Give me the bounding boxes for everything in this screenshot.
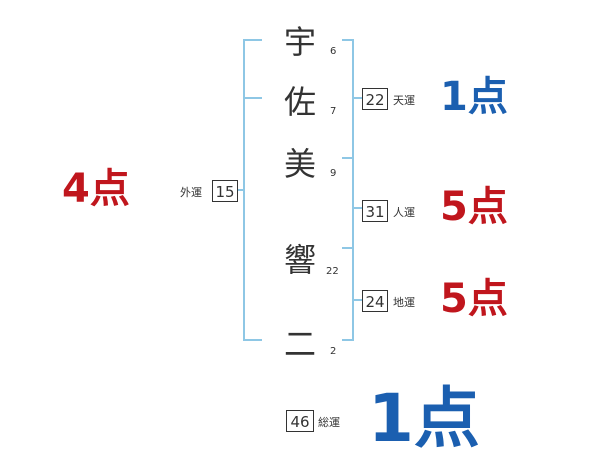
jinkaku-score: 5点 bbox=[440, 184, 508, 230]
stroke-count-3: 9 bbox=[330, 168, 337, 179]
tenkaku-score: 1点 bbox=[440, 74, 508, 120]
tenkaku-value-box: 22 bbox=[362, 88, 388, 110]
jinkaku-value-box: 31 bbox=[362, 200, 388, 222]
chikaku-label: 地運 bbox=[393, 296, 415, 309]
name-char-5: 二 bbox=[283, 325, 316, 363]
name-char-3: 美 bbox=[283, 145, 316, 183]
name-char-2: 佐 bbox=[283, 83, 316, 121]
tenkaku-label: 天運 bbox=[393, 94, 415, 107]
chikaku-score: 5点 bbox=[440, 276, 508, 322]
stroke-count-5: 2 bbox=[330, 346, 337, 357]
soukaku-score: 1点 bbox=[368, 380, 480, 457]
gaikaku-value-box: 15 bbox=[212, 180, 238, 202]
gaikaku-score: 4点 bbox=[62, 166, 130, 212]
name-char-1: 宇 bbox=[283, 23, 316, 61]
stroke-count-2: 7 bbox=[330, 106, 337, 117]
name-char-4: 響 bbox=[283, 241, 316, 279]
stroke-count-1: 6 bbox=[330, 46, 337, 57]
jinkaku-label: 人運 bbox=[393, 206, 415, 219]
chikaku-value-box: 24 bbox=[362, 290, 388, 312]
soukaku-value-box: 46 bbox=[286, 410, 314, 432]
stroke-count-4: 22 bbox=[326, 266, 339, 277]
soukaku-label: 総運 bbox=[318, 416, 340, 429]
gaikaku-label: 外運 bbox=[180, 186, 202, 199]
